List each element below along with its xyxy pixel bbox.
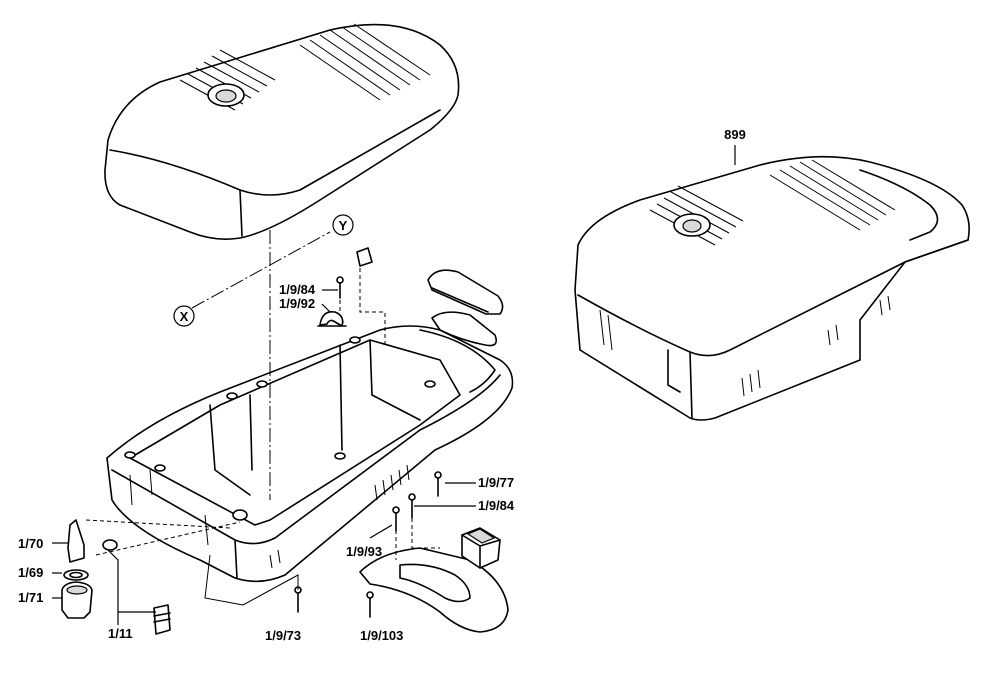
axis-marker-x: X (173, 305, 195, 327)
callout-1-11: 1/11 (108, 626, 133, 641)
explode-lines (85, 230, 440, 606)
callout-1-9-84-top: 1/9/84 (279, 282, 316, 297)
callout-899: 899 (724, 127, 746, 142)
handle-parts (356, 247, 504, 347)
callout-1-70: 1/70 (18, 536, 43, 551)
switch (461, 527, 501, 569)
callout-1-69: 1/69 (18, 565, 43, 580)
callout-1-9-93: 1/9/93 (346, 544, 382, 559)
callout-1-9-92: 1/9/92 (279, 296, 315, 311)
top-cover (104, 23, 460, 240)
axis-marker-x-label: X (180, 309, 189, 324)
callout-1-71: 1/71 (18, 590, 43, 605)
callout-labels: 899 1/9/84 1/9/92 1/9/77 1/9/84 1/9/93 1… (18, 127, 746, 643)
callout-1-9-73: 1/9/73 (265, 628, 301, 643)
axis-marker-y-label: Y (339, 218, 348, 233)
leader-lines (52, 145, 736, 625)
axis-marker-y: Y (332, 214, 354, 236)
base-housing (106, 325, 514, 583)
callout-1-9-84-right: 1/9/84 (478, 498, 515, 513)
cover-assembly (574, 155, 970, 421)
clamp-part (317, 310, 347, 327)
screws (294, 276, 442, 618)
callout-1-9-103: 1/9/103 (360, 628, 403, 643)
callout-1-9-77: 1/9/77 (478, 475, 514, 490)
fittings (61, 519, 171, 635)
bottom-plate (359, 547, 509, 633)
